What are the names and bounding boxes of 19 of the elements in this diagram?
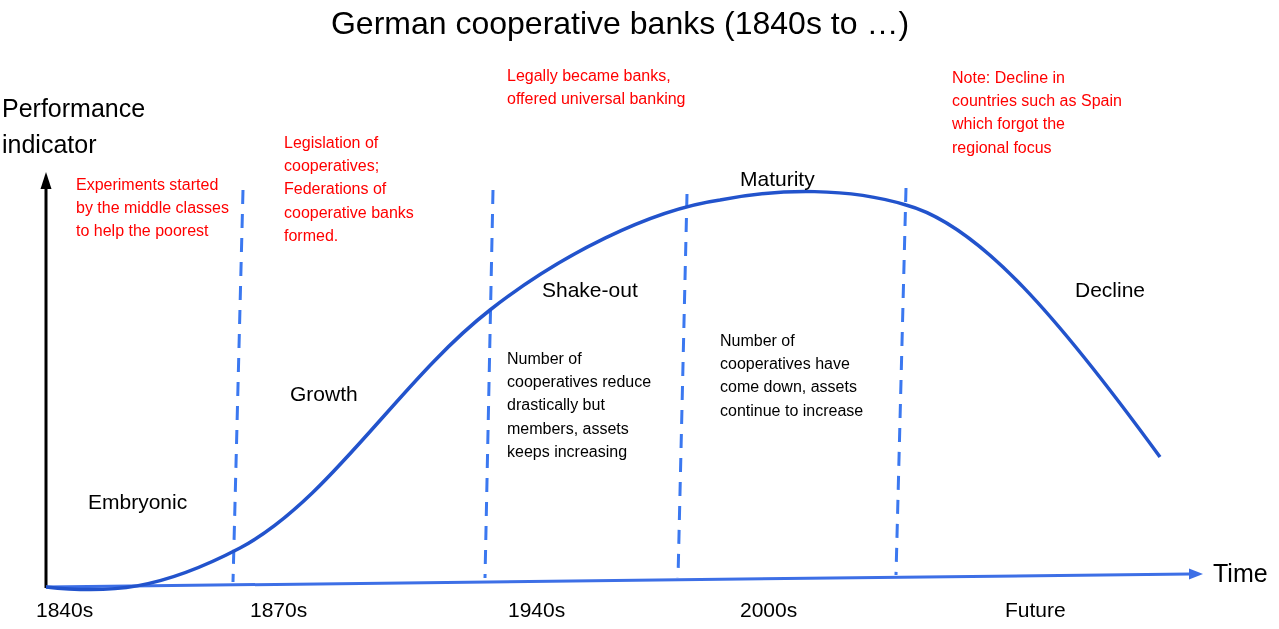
time-label: 1870s: [250, 597, 308, 623]
stage-label: Decline: [1075, 277, 1146, 303]
stage-label: Embryonic: [88, 489, 188, 515]
annotation: Legally became banks, offered universal banking: [507, 66, 687, 110]
stage-label: Maturity: [740, 166, 815, 192]
time-label: Future: [1005, 597, 1066, 623]
chart-title: German cooperative banks (1840s to …): [329, 4, 911, 43]
axis-title: Performance indicator: [2, 93, 147, 161]
stage-description: Number of cooperatives have come down, assets continue to increase: [720, 331, 865, 421]
stage-label: Growth: [290, 381, 358, 407]
axis-title: Time: [1213, 558, 1268, 589]
annotation: Note: Decline in countries such as Spain which forgot the regional focus: [952, 68, 1122, 158]
stage-description: Number of cooperatives reduce drastically but members, assets keeps increasing: [507, 349, 653, 462]
annotation: Legislation of cooperatives; Federations of cooperative banks formed.: [284, 133, 415, 246]
time-label: 1940s: [508, 597, 566, 623]
time-label: 1840s: [36, 597, 94, 623]
annotation: Experiments started by the middle classes to help the poorest: [76, 175, 230, 242]
stage-label: Shake-out: [542, 277, 638, 303]
time-label: 2000s: [740, 597, 798, 623]
